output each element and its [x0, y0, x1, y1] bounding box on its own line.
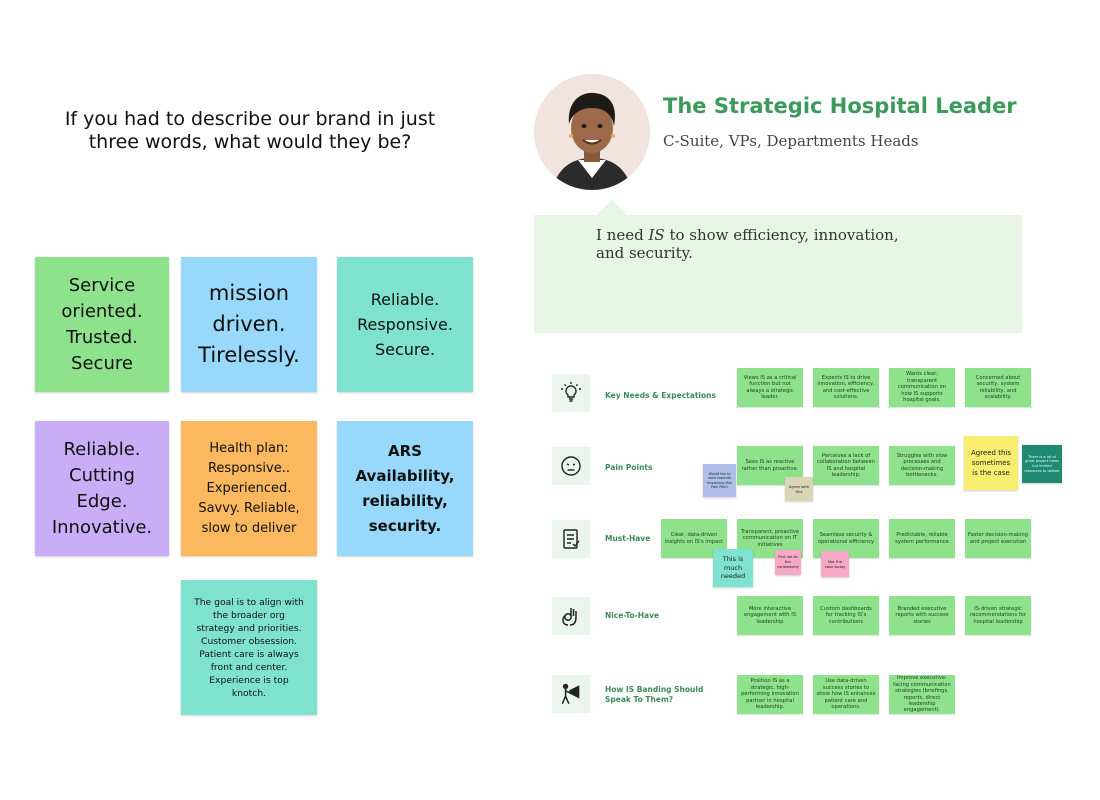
ok-hand-icon — [552, 597, 590, 635]
journey-cell[interactable]: Clear, data-driven insights on IS's impa… — [661, 519, 727, 558]
comment-note[interactable]: There is a lot of great project ideas bu… — [1022, 445, 1062, 483]
persona-title: The Strategic Hospital Leader — [663, 94, 1017, 118]
frustrated-face-icon — [552, 447, 590, 485]
checklist-icon — [552, 520, 590, 558]
journey-cell[interactable]: More interactive engagement with IS lead… — [737, 596, 803, 635]
journey-cell[interactable]: Views IS as a critical function but not … — [737, 368, 803, 407]
sticky-note[interactable]: ARS Availability, reliability, security. — [337, 421, 473, 556]
journey-cell[interactable]: Wants clear, transparent communication o… — [889, 368, 955, 407]
sticky-note[interactable]: Reliable. Cutting Edge. Innovative. — [35, 421, 169, 556]
lightbulb-icon — [552, 374, 590, 412]
journey-cell[interactable]: Custom dashboards for tracking IS's cont… — [813, 596, 879, 635]
megaphone-icon — [552, 675, 590, 713]
comment-note[interactable]: Would like to work towards improving thi… — [703, 464, 736, 497]
sticky-note[interactable]: Health plan: Responsive.. Experienced. S… — [181, 421, 317, 556]
journey-cell[interactable]: Struggles with slow processes and decisi… — [889, 446, 955, 485]
journey-cell[interactable]: Faster decision-making and project execu… — [965, 519, 1031, 558]
comment-note[interactable]: First we do this consistently — [775, 550, 801, 575]
journey-cell[interactable]: Expects IS to drive innovation, efficien… — [813, 368, 879, 407]
persona-portrait-icon — [534, 74, 650, 190]
journey-cell[interactable]: Perceives a lack of collaboration betwee… — [813, 446, 879, 485]
journey-cell[interactable]: Predictable, reliable system performance — [889, 519, 955, 558]
row-label: Key Needs & Expectations — [605, 391, 716, 400]
comment-note[interactable]: This is much needed — [713, 549, 753, 587]
row-label: Pain Points — [605, 463, 653, 472]
comment-note[interactable]: Agreed this sometimes is the case — [964, 436, 1018, 490]
quote-pointer — [596, 200, 628, 216]
journey-cell[interactable]: IS-driven strategic recommendations for … — [965, 596, 1031, 635]
persona-quote: I need IS to show efficiency, innovation… — [596, 226, 899, 262]
persona-subtitle: C-Suite, VPs, Departments Heads — [663, 132, 919, 150]
row-label: Nice-To-Have — [605, 611, 660, 620]
journey-cell[interactable]: Use data-driven success stories to show … — [813, 675, 879, 714]
journey-cell[interactable]: Position IS as a strategic, high-perform… — [737, 675, 803, 714]
row-label: How IS Banding Should Speak To Them? — [605, 685, 704, 704]
sticky-note[interactable]: Service oriented. Trusted. Secure — [35, 257, 169, 392]
comment-note[interactable]: Agree with this — [785, 477, 813, 501]
sticky-note[interactable]: The goal is to align with the broader or… — [181, 580, 317, 715]
quote-bubble — [534, 215, 1022, 333]
avatar — [534, 74, 650, 190]
brand-question: If you had to describe our brand in just… — [64, 108, 436, 153]
sticky-note[interactable]: Reliable. Responsive. Secure. — [337, 257, 473, 392]
journey-cell[interactable]: Branded executive reports with success s… — [889, 596, 955, 635]
row-label: Must-Have — [605, 534, 651, 543]
comment-note[interactable]: Not the case today — [821, 551, 849, 577]
sticky-note[interactable]: mission driven. Tirelessly. — [181, 257, 317, 392]
journey-cell[interactable]: Improve executive-facing communication s… — [889, 675, 955, 714]
journey-cell[interactable]: Concerned about security, system reliabi… — [965, 368, 1031, 407]
